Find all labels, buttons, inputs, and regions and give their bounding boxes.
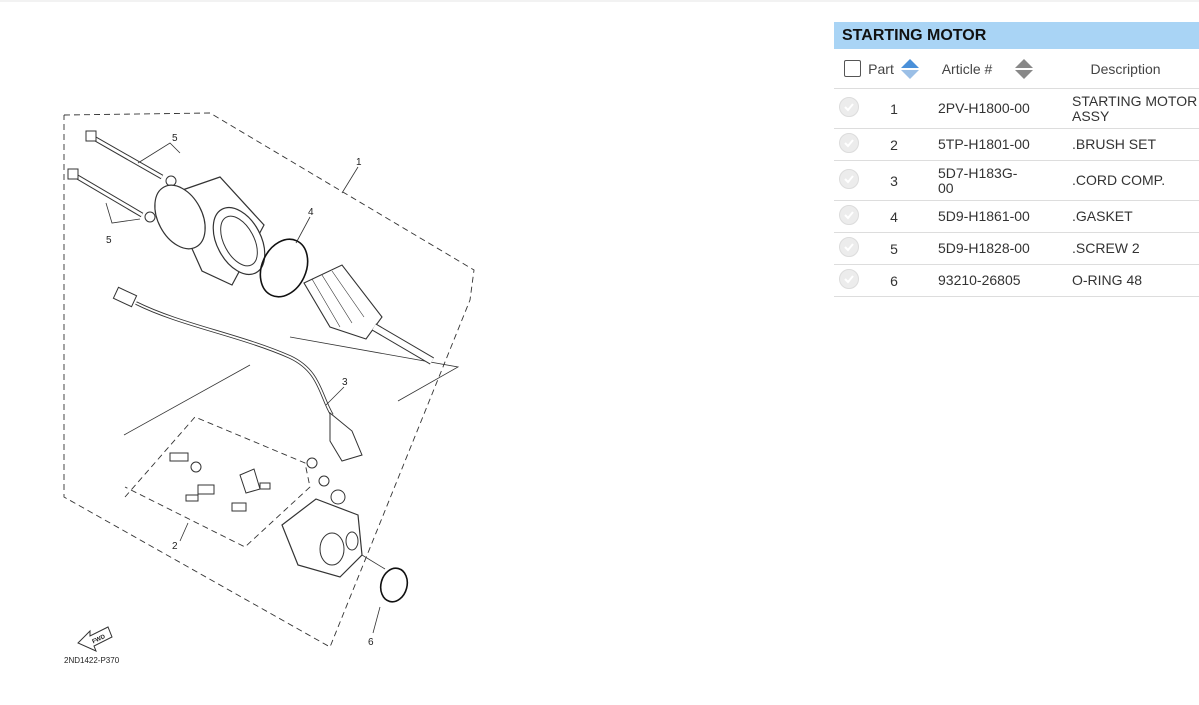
table-row[interactable]: 6 93210-26805 O-RING 48	[834, 264, 1199, 297]
table-row[interactable]: 5 5D9-H1828-00 .SCREW 2	[834, 232, 1199, 265]
column-description-label: Description	[1090, 60, 1161, 77]
motor-yoke	[154, 176, 266, 286]
check-circle-icon[interactable]	[839, 169, 859, 189]
column-article-label: Article #	[941, 60, 993, 77]
column-part-label: Part	[868, 60, 894, 77]
top-rule	[0, 0, 1199, 2]
column-part[interactable]: Part	[864, 49, 924, 89]
cell-description: .SCREW 2	[1052, 232, 1199, 265]
table-row[interactable]: 3 5D7-H183G-00 .CORD COMP.	[834, 160, 1199, 201]
check-circle-icon[interactable]	[839, 269, 859, 289]
diagram-code: 2ND1422-P370	[64, 656, 120, 665]
select-all-cell	[834, 49, 864, 89]
callout-3: 3	[342, 377, 348, 388]
cell-part: 3	[864, 160, 924, 201]
parts-table: Part Article #	[834, 49, 1199, 297]
bolt-upper	[85, 130, 177, 187]
cell-article: 5D7-H183G-00	[924, 160, 1052, 201]
bolt-lower	[67, 168, 156, 223]
table-row[interactable]: 1 2PV-H1800-00 STARTING MOTOR ASSY	[834, 88, 1199, 129]
brush-set-outline	[124, 416, 311, 548]
cell-article: 5D9-H1861-00	[924, 200, 1052, 233]
check-circle-icon[interactable]	[839, 133, 859, 153]
cord	[112, 286, 363, 487]
end-cover	[281, 489, 363, 578]
table-header-row: Part Article #	[834, 49, 1199, 89]
cell-description: .CORD COMP.	[1052, 160, 1199, 201]
callout-1: 1	[356, 157, 362, 168]
check-circle-icon[interactable]	[839, 205, 859, 225]
panel-title: STARTING MOTOR	[834, 22, 1199, 49]
fwd-arrow-icon: FWD	[77, 626, 113, 652]
select-all-checkbox[interactable]	[843, 60, 861, 78]
parts-panel: STARTING MOTOR Part	[834, 22, 1199, 297]
cell-article: 5D9-H1828-00	[924, 232, 1052, 265]
fwd-label: FWD	[92, 634, 108, 645]
callout-5-lower: 5	[106, 235, 112, 246]
sort-asc-icon[interactable]	[900, 58, 920, 80]
cell-article: 2PV-H1800-00	[924, 88, 1052, 129]
table-row[interactable]: 4 5D9-H1861-00 .GASKET	[834, 200, 1199, 233]
sort-icon[interactable]	[1014, 58, 1034, 80]
assembly-outline	[63, 112, 475, 648]
cell-part: 4	[864, 200, 924, 233]
cell-part: 5	[864, 232, 924, 265]
check-circle-icon[interactable]	[839, 237, 859, 257]
cell-description: .GASKET	[1052, 200, 1199, 233]
brush-parts	[169, 452, 271, 512]
cell-description: O-RING 48	[1052, 264, 1199, 297]
cell-part: 1	[864, 88, 924, 129]
cell-description: .BRUSH SET	[1052, 128, 1199, 161]
callout-5-upper: 5	[172, 133, 178, 144]
cell-article: 5TP-H1801-00	[924, 128, 1052, 161]
cell-article: 93210-26805	[924, 264, 1052, 297]
check-circle-icon[interactable]	[839, 97, 859, 117]
column-article[interactable]: Article #	[924, 49, 1052, 89]
parts-diagram: 1 2 3 4 5 5 6 FWD 2ND1422-P370	[40, 95, 510, 685]
callout-4: 4	[308, 207, 314, 218]
armature	[303, 264, 435, 365]
cell-description: STARTING MOTOR ASSY	[1052, 88, 1199, 129]
o-ring	[379, 567, 409, 603]
gasket-ring	[259, 238, 309, 298]
callout-2: 2	[172, 541, 178, 552]
column-description[interactable]: Description	[1052, 49, 1199, 89]
cell-part: 6	[864, 264, 924, 297]
cell-part: 2	[864, 128, 924, 161]
table-row[interactable]: 2 5TP-H1801-00 .BRUSH SET	[834, 128, 1199, 161]
callout-6: 6	[368, 637, 374, 648]
